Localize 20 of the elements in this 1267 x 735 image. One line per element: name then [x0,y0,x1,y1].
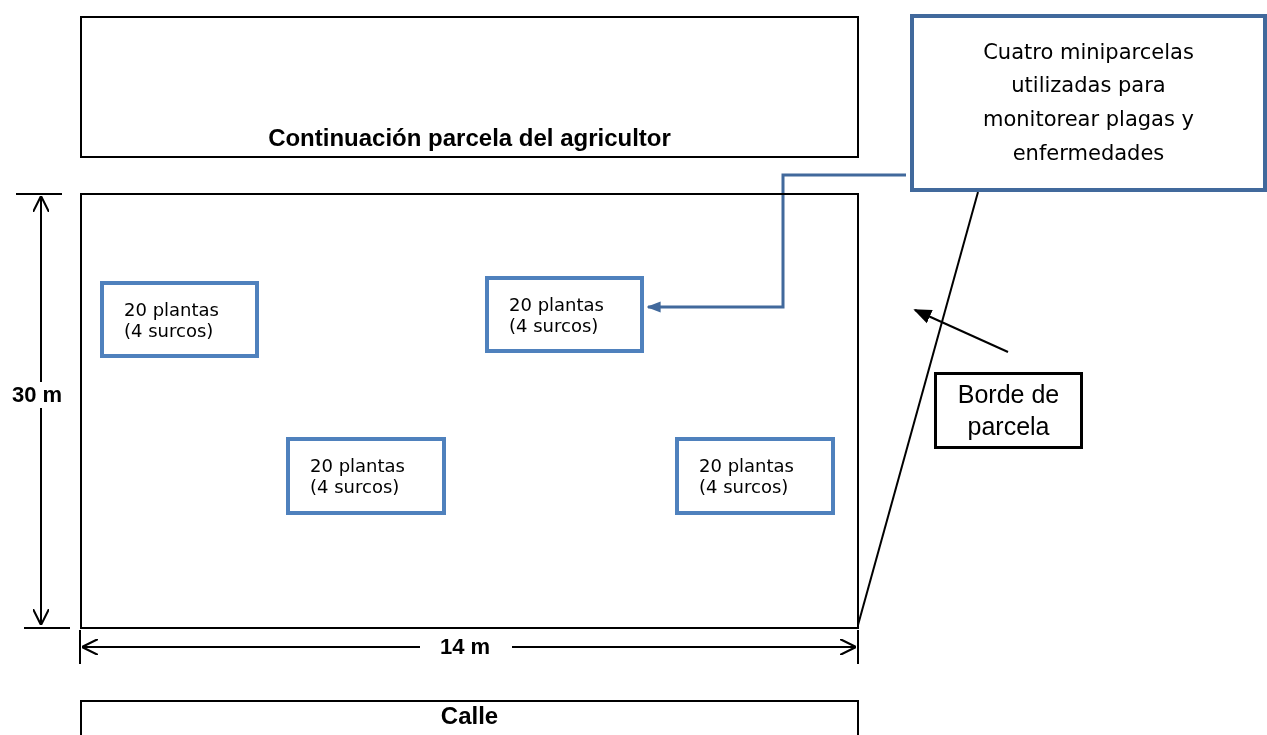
box-label: Cuatro miniparcelas utilizadas para monitorear plagas y enfermedades [981,38,1196,167]
plot-label: 20 plantas (4 surcos) [310,455,406,497]
area-box [80,16,859,158]
miniplot-box [485,276,644,353]
leader-line [857,191,979,626]
plot-label: 20 plantas (4 surcos) [124,298,220,341]
callout-box [934,372,1083,449]
miniplot-box [675,437,835,515]
plot-label: 20 plantas (4 surcos) [699,455,795,497]
box-label: Calle [440,702,499,730]
area-box [80,700,859,735]
callout-box [910,14,1267,192]
box-label: Continuación parcela del agricultor [268,124,671,152]
field-plot [80,193,859,629]
arrow [646,173,906,313]
miniplot-box [286,437,446,515]
plot-label: 20 plantas (4 surcos) [509,293,605,336]
miniplot-box [100,281,259,358]
arrow [913,309,1009,353]
box-label: Borde de parcela [956,379,1061,442]
